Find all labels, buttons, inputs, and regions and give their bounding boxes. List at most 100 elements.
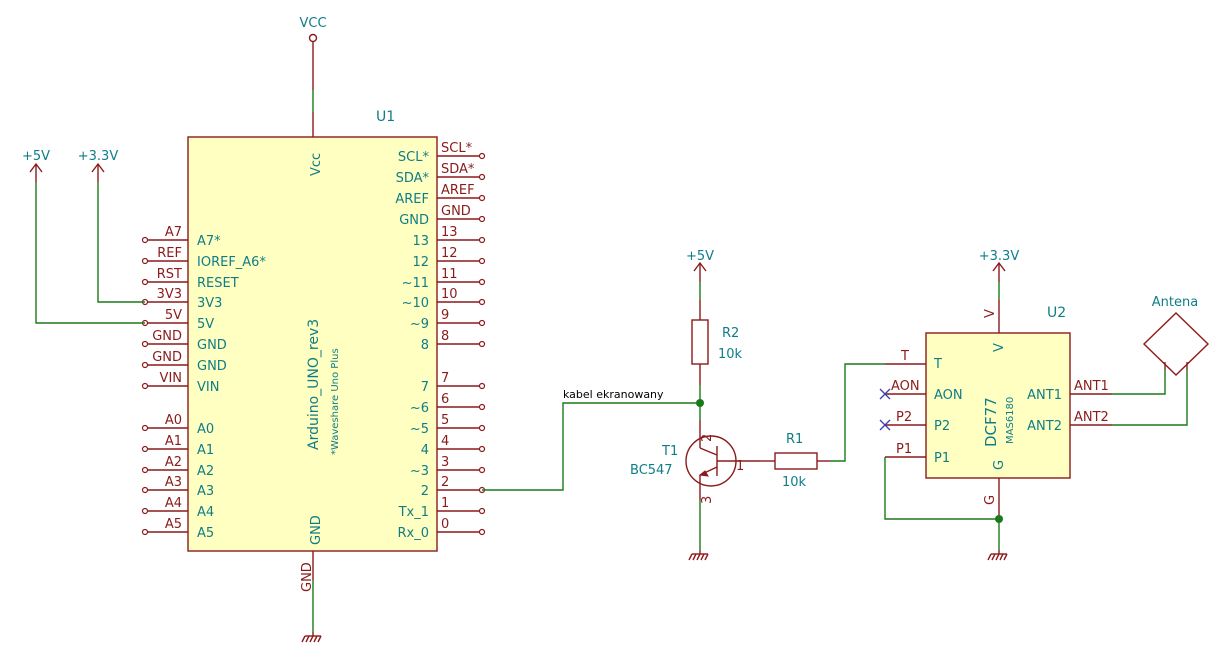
- u2-ant1-net: ANT1: [1074, 379, 1109, 394]
- u2-p1-net: P1: [896, 442, 912, 457]
- u1-left-pin-net: REF: [157, 246, 182, 261]
- r2-resistor: R2 10k: [691, 300, 743, 385]
- u2-ant1-pin: ANT1: [1027, 388, 1062, 403]
- u1-value: Arduino_UNO_rev3: [306, 319, 322, 450]
- u2-t-net: T: [900, 349, 909, 364]
- u1-right-pin-name: 12: [412, 255, 429, 270]
- u1-left-pin-name: IOREF_A6*: [197, 255, 266, 270]
- u1-left-pin-name: A7*: [197, 234, 221, 249]
- u1-left-pin-name: A2: [197, 464, 214, 479]
- u1-right-pin-net: AREF: [441, 183, 475, 198]
- u2-t-pin: T: [933, 357, 942, 372]
- r2-ref: R2: [722, 326, 739, 341]
- r1-resistor: R1 10k: [760, 432, 830, 490]
- r2-value: 10k: [718, 347, 743, 362]
- u1-right-pin-name: ~10: [402, 296, 429, 311]
- t1-value: BC547: [630, 463, 673, 478]
- u1-right-pin-name: 2: [421, 484, 429, 499]
- u1-right-pin-name: Tx_1: [398, 505, 429, 520]
- u1-right-pin-net: 11: [441, 267, 458, 282]
- antenna-label: Antena: [1152, 295, 1198, 310]
- t1-pin2: 2: [700, 434, 715, 442]
- p33v-right-symbol: +3.3V: [979, 249, 1020, 282]
- u2-ref: U2: [1047, 305, 1066, 321]
- junction-t1-collector: [696, 399, 704, 407]
- u1-right-pin-name: ~3: [410, 464, 429, 479]
- u1-right-pin: SCL* SCL*: [398, 141, 486, 165]
- antenna-symbol: Antena: [1142, 295, 1210, 376]
- ground-symbol-u1: [301, 632, 322, 643]
- r1-value: 10k: [782, 475, 807, 490]
- p5v-mid-label: +5V: [686, 249, 714, 264]
- u2-ant2-net: ANT2: [1074, 410, 1109, 425]
- u1-right-pin-net: 0: [441, 517, 449, 532]
- u1-right-pin-net: 9: [441, 308, 449, 323]
- u1-right-pin-name: ~6: [410, 401, 429, 416]
- u1-ref: U1: [376, 109, 395, 125]
- u1-right-pin-name: 7: [421, 380, 429, 395]
- u1-right-pin-net: 7: [441, 371, 449, 386]
- p5v-left-label: +5V: [22, 149, 50, 164]
- u1-right-pin-name: 4: [421, 443, 429, 458]
- u1-body: [187, 136, 438, 552]
- vcc-power-symbol: VCC: [299, 16, 327, 90]
- u2-p1-pin: P1: [934, 451, 950, 466]
- u1-left-pin-name: 3V3: [197, 296, 222, 311]
- u1-left-pin-net: A1: [165, 434, 182, 449]
- u2-body: [925, 332, 1071, 479]
- u1-right-pin-net: 6: [441, 392, 449, 407]
- u1-right-pin-name: 8: [421, 338, 429, 353]
- u2-value: DCF77: [982, 397, 1000, 447]
- u1-left-pin-net: A2: [165, 455, 182, 470]
- u1-right-pin: 10 ~10: [402, 287, 486, 311]
- u1-subtitle: *Waveshare Uno Plus: [330, 348, 341, 455]
- u1-right-pin-name: 13: [412, 234, 429, 249]
- u2-v-net: V: [983, 309, 998, 318]
- u1-right-pin-net: SDA*: [441, 162, 475, 177]
- t1-pin3: 3: [700, 496, 715, 504]
- u1-right-pin-net: 10: [441, 287, 458, 302]
- p33v-left-label: +3.3V: [78, 149, 119, 164]
- u1-left-pin-net: 3V3: [157, 287, 182, 302]
- p5v-left-symbol: +5V: [22, 149, 50, 182]
- u1-left-pin-net: RST: [157, 267, 182, 282]
- u2-aon-pin: AON: [934, 388, 963, 403]
- u1-right-pin: 44: [421, 434, 486, 458]
- u1-right-pin: 0Rx_0: [398, 517, 486, 541]
- u1-right-pin-net: 1: [441, 496, 449, 511]
- u1-right-pin-name: SCL*: [398, 150, 430, 165]
- u1-right-pin-net: 12: [441, 246, 458, 261]
- u2-v-pin: V: [992, 343, 1007, 352]
- u1-right-pin-net: 4: [441, 434, 449, 449]
- u1-gnd-pin: GND: [309, 515, 324, 545]
- u2-aon-net: AON: [891, 379, 920, 394]
- p33v-right-label: +3.3V: [979, 249, 1020, 264]
- t1-ref: T1: [661, 444, 678, 459]
- u2-p2-net: P2: [896, 410, 912, 425]
- u1-right-pin-name: ~5: [410, 422, 429, 437]
- u1-right-pin-net: GND: [441, 204, 471, 219]
- u2-g-pin: G: [992, 460, 1007, 470]
- u1-right-pin: 5~5: [410, 413, 486, 437]
- u1-right-pin-name: AREF: [395, 192, 429, 207]
- u1-right-pin: 9~9: [410, 308, 486, 332]
- u1-right-pin-name: ~11: [402, 276, 429, 291]
- u1-left-pin-name: A5: [197, 526, 214, 541]
- u1-right-pin-net: SCL*: [441, 141, 473, 156]
- u1-vcc-pin: Vcc: [309, 153, 324, 176]
- u1-right-pin: 11 ~11: [402, 267, 486, 291]
- u1-right-pin-name: Rx_0: [398, 526, 430, 541]
- u1-right-pin: 77: [421, 371, 486, 395]
- u2-p2-pin: P2: [934, 419, 950, 434]
- u1-left-pin-net: GND: [152, 350, 182, 365]
- u1-left-pin-net: A3: [165, 475, 182, 490]
- t1-pin1: 1: [736, 459, 744, 474]
